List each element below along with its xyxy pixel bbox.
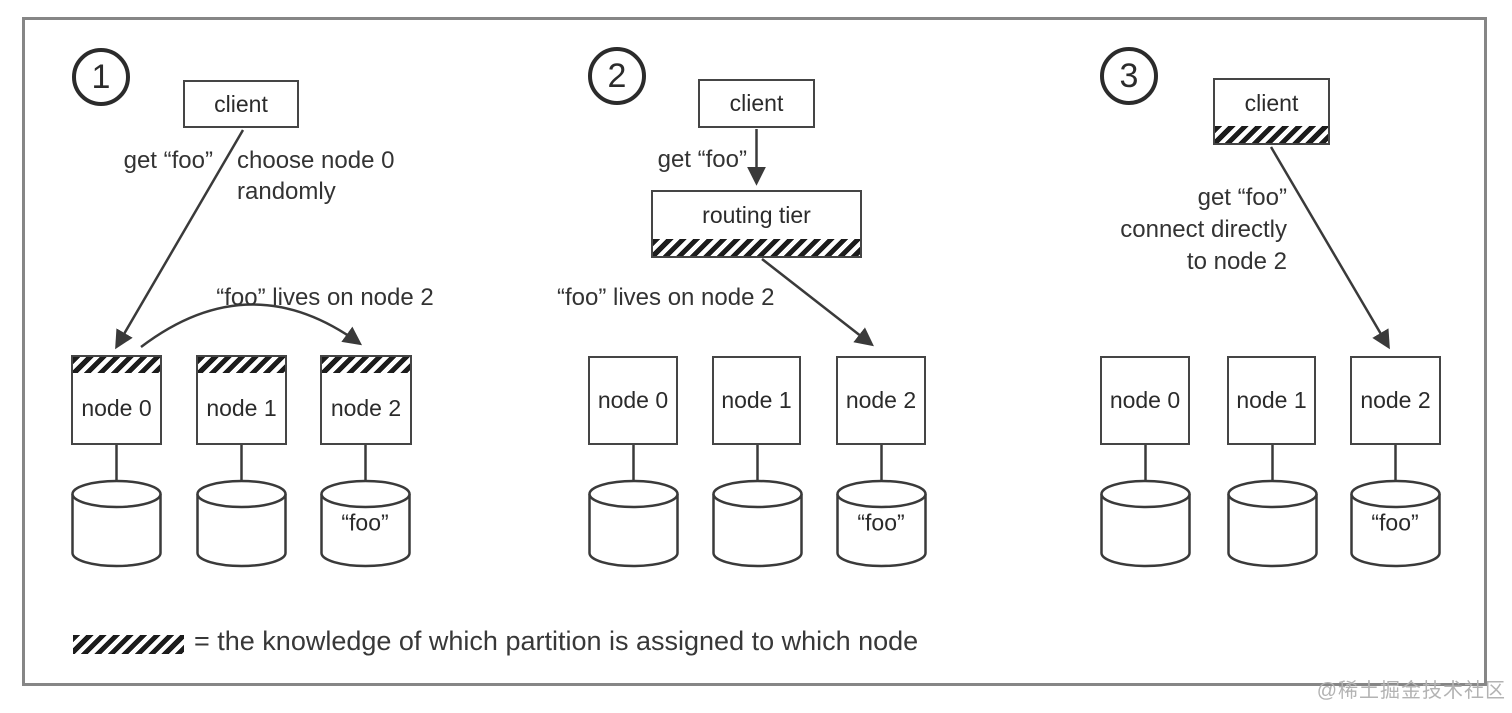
step-3-number: 3 — [1119, 56, 1139, 95]
arrow-routing-to-node2 — [761, 258, 874, 347]
foo-value-label: “foo” — [857, 509, 905, 536]
legend: = the knowledge of which partition is as… — [73, 626, 918, 657]
database-cylinder — [196, 479, 287, 568]
node-label: node 0 — [81, 394, 152, 421]
routing-tier-box: routing tier — [651, 190, 862, 258]
node-box: node 0 — [71, 355, 162, 445]
step-2-number: 2 — [607, 56, 627, 95]
client-label: client — [1244, 89, 1299, 116]
arrow-client-to-node0 — [115, 129, 245, 350]
partition-knowledge-hatch — [1215, 126, 1328, 143]
request-label-1: get “foo” — [123, 147, 213, 174]
node-label: node 1 — [206, 394, 277, 421]
request-label-2: get “foo” — [657, 146, 747, 173]
node-box: node 1 — [196, 355, 287, 445]
client-box-1: client — [183, 80, 299, 128]
partition-knowledge-hatch — [653, 239, 860, 256]
step-1-badge: 1 — [72, 48, 130, 106]
node-box: node 0 — [1100, 356, 1190, 445]
client-box-3: client — [1213, 78, 1330, 145]
request-label-3: get “foo” connect directly to node 2 — [1120, 184, 1287, 275]
node-label: node 1 — [721, 387, 792, 413]
database-cylinder — [1227, 479, 1318, 568]
database-cylinder — [71, 479, 162, 568]
hatch-legend-swatch — [73, 635, 184, 654]
node-box: node 2 — [320, 355, 412, 445]
database-cylinder-foo — [320, 479, 411, 568]
routing-tier-label: routing tier — [702, 202, 811, 228]
node-box: node 0 — [588, 356, 678, 445]
client-box-2: client — [698, 79, 815, 128]
arrow-client-direct-to-node2 — [1269, 146, 1390, 350]
partition-knowledge-hatch — [73, 357, 160, 373]
database-cylinder-foo — [1350, 479, 1441, 568]
database-cylinder — [588, 479, 679, 568]
step-1-number: 1 — [91, 57, 111, 96]
watermark-text: @稀土掘金技术社区 — [1316, 680, 1506, 702]
node-box: node 1 — [712, 356, 801, 445]
node-box: node 2 — [1350, 356, 1441, 445]
database-cylinder — [1100, 479, 1191, 568]
client-label: client — [729, 90, 784, 116]
node-label: node 2 — [330, 394, 402, 421]
arrow-node0-to-node2 — [140, 303, 363, 348]
node-label: node 1 — [1236, 387, 1307, 413]
node-box: node 2 — [836, 356, 926, 445]
partition-knowledge-hatch — [198, 357, 285, 373]
node-db-connectors — [115, 445, 1397, 486]
lives-on-label-2: “foo” lives on node 2 — [557, 284, 775, 311]
client-label: client — [214, 90, 268, 117]
node-label: node 2 — [1360, 387, 1431, 413]
node-label: node 0 — [1109, 387, 1181, 413]
step-2-badge: 2 — [588, 47, 646, 105]
foo-value-label: “foo” — [1371, 509, 1419, 536]
annotation-label-1: choose node 0 randomly — [237, 147, 395, 205]
database-cylinder — [712, 479, 803, 568]
foo-value-label: “foo” — [341, 509, 389, 536]
database-cylinder-foo — [836, 479, 927, 568]
step-3-badge: 3 — [1100, 47, 1158, 105]
node-label: node 0 — [597, 387, 669, 413]
lives-on-label-1: “foo” lives on node 2 — [216, 284, 434, 311]
database-cylinders — [71, 479, 1441, 568]
node-label: node 2 — [845, 387, 917, 413]
legend-text: = the knowledge of which partition is as… — [194, 626, 919, 656]
node-box: node 1 — [1227, 356, 1316, 445]
partition-knowledge-hatch — [322, 357, 410, 373]
